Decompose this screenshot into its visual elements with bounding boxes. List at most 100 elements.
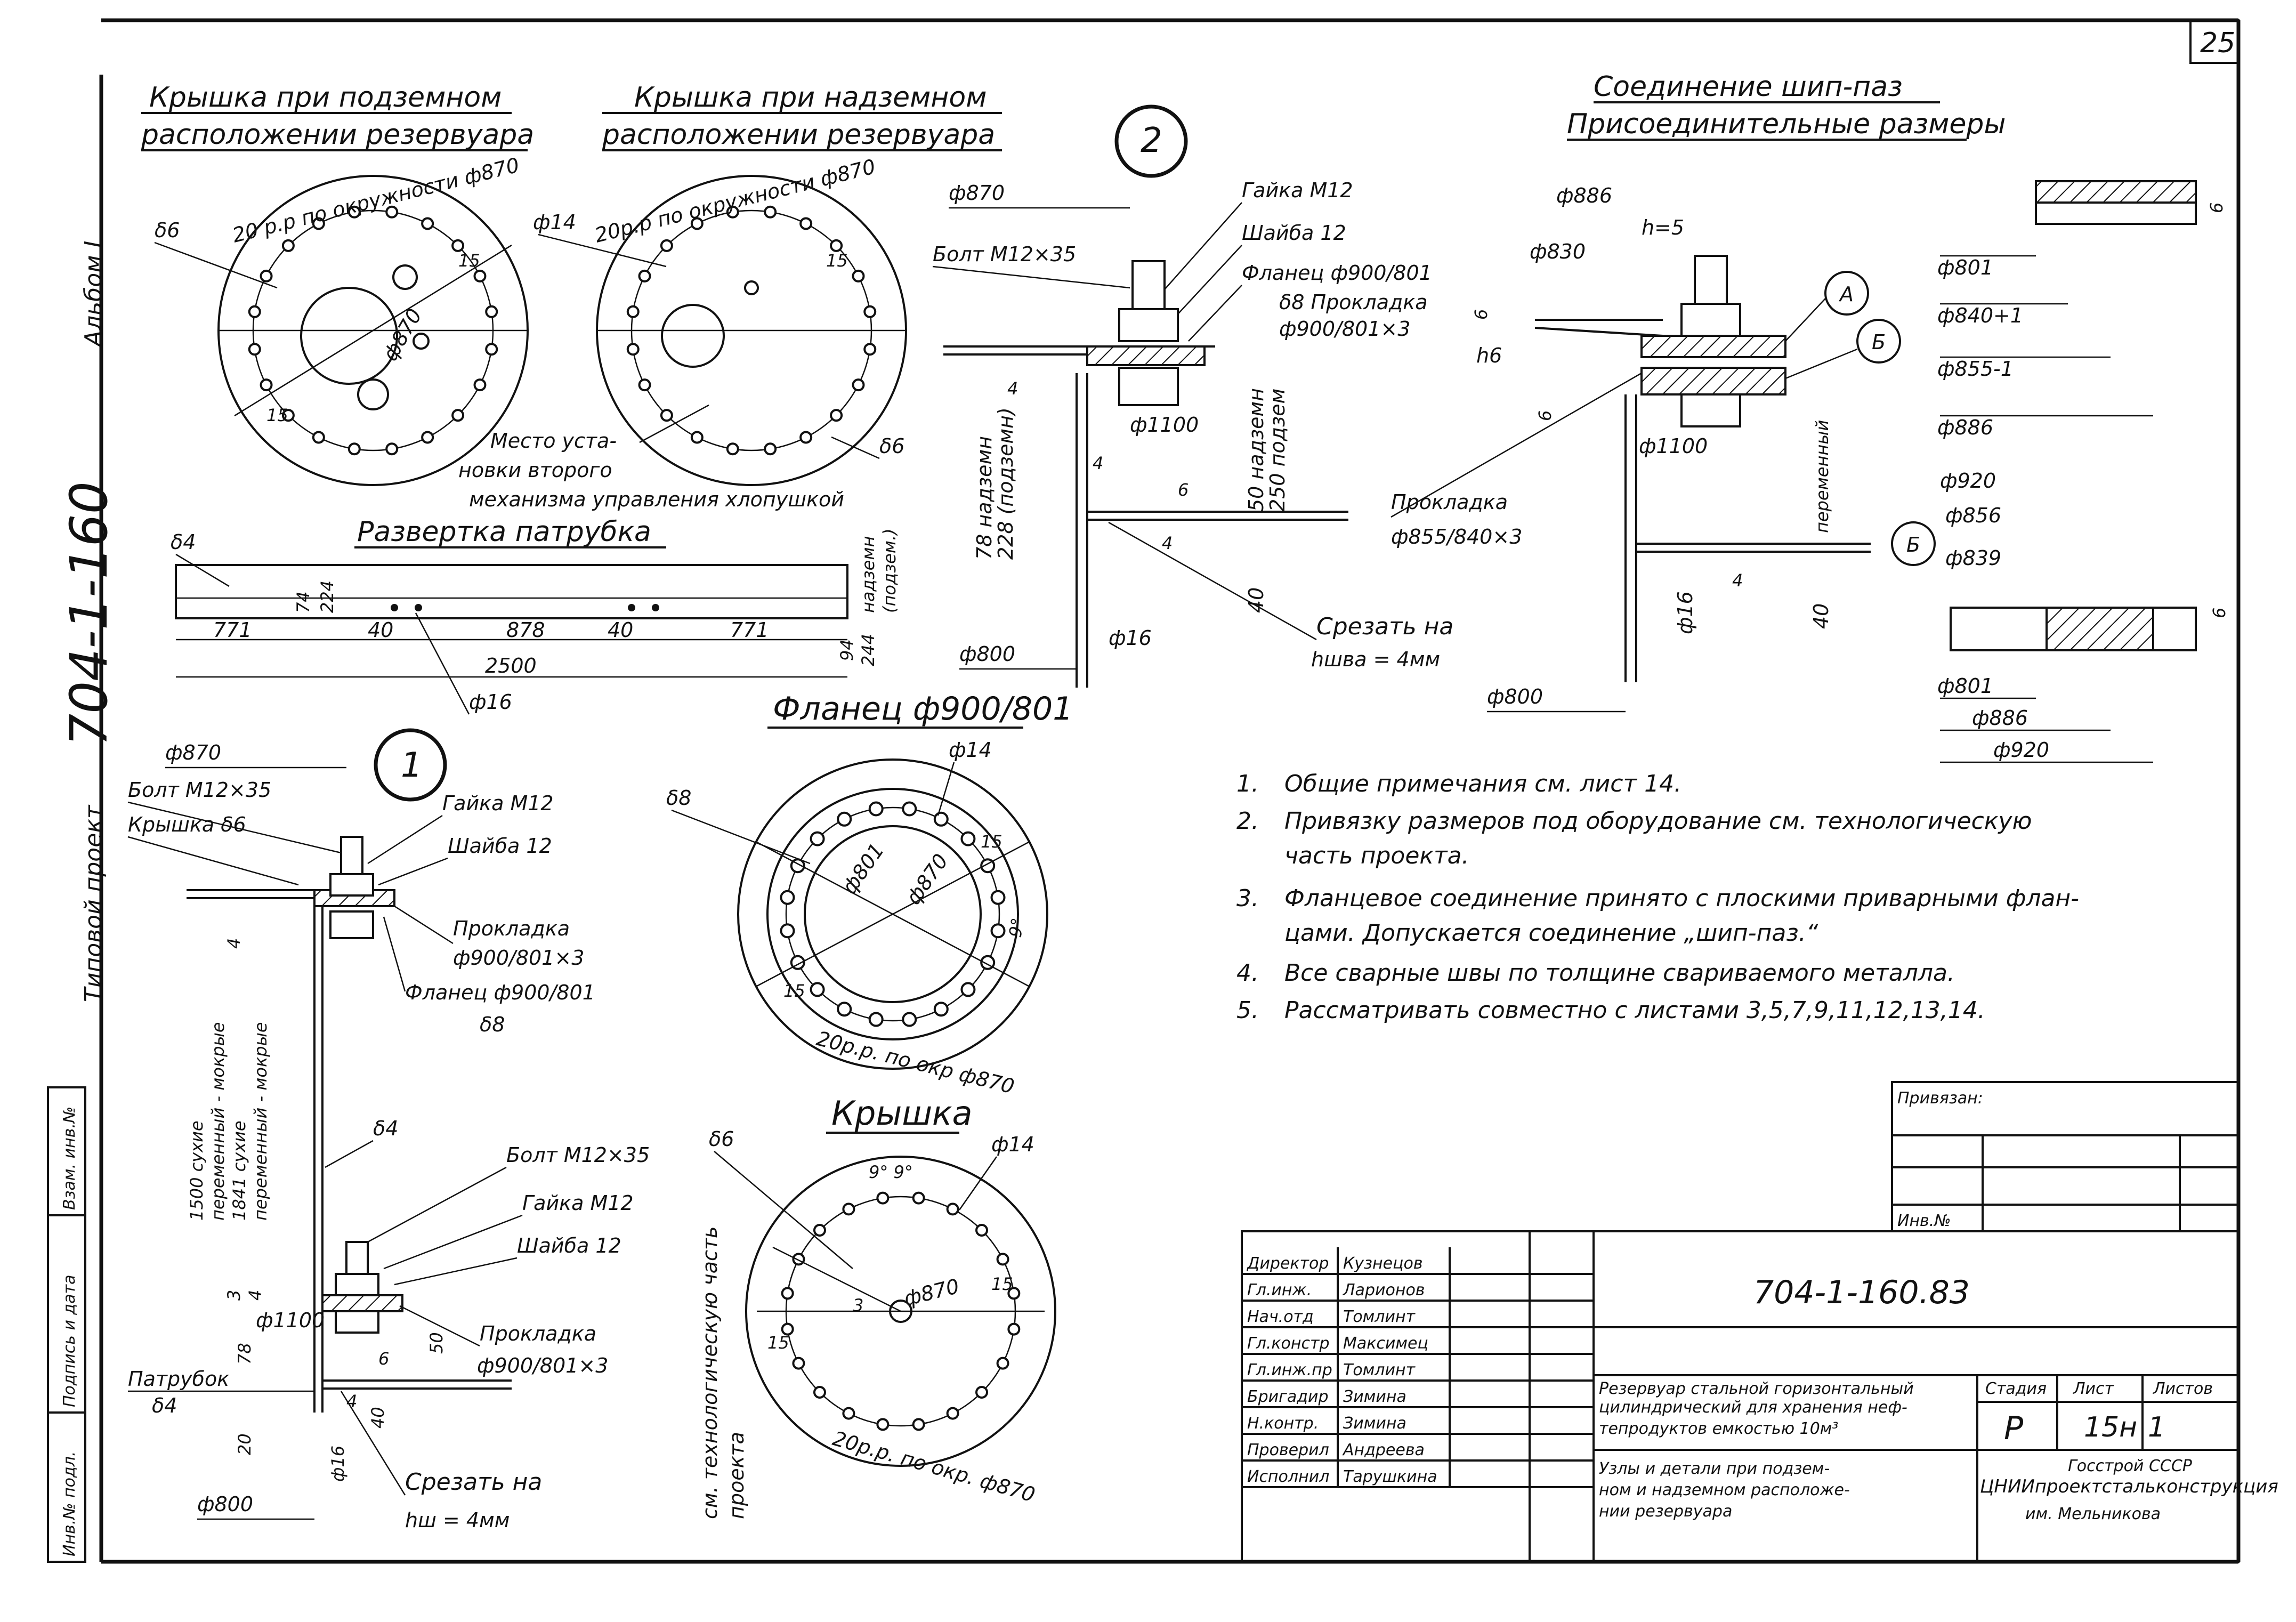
nut — [335, 1310, 379, 1334]
diameter-16: ф16 — [328, 1446, 348, 1482]
diameter-800: ф800 — [1487, 685, 1543, 708]
binding-label: Привязан: — [1897, 1089, 1983, 1108]
flange-title: Фланец ф900/801 — [773, 690, 1073, 728]
general-notes: 1. Общие примечания см. лист 14. 2. Прив… — [1236, 770, 2079, 1024]
hole — [415, 604, 422, 611]
stage-header: Стадия — [1985, 1379, 2047, 1398]
flange-hub-circle — [766, 788, 1019, 1040]
marker-B: Б — [1906, 533, 1920, 556]
sheets-header: Листов — [2153, 1379, 2213, 1398]
person-name: Зимина — [1343, 1414, 1406, 1433]
person-name: Томлинт — [1343, 1308, 1416, 1326]
bolt-hole — [260, 378, 273, 392]
desc2-line-3: нии резервуара — [1599, 1502, 1732, 1521]
bolt-hole — [626, 305, 640, 318]
label-underground: (подзем.) — [879, 528, 900, 613]
bolt-hole — [830, 239, 843, 252]
bolt-hole — [726, 442, 739, 456]
dim-15: 15 — [458, 251, 480, 271]
bolt-hole — [726, 205, 739, 219]
diameter-800: ф800 — [959, 642, 1015, 666]
bolt-hole — [690, 217, 704, 230]
bolt-hole — [421, 431, 434, 444]
note-2-num: 2. — [1236, 808, 1259, 835]
nut-label: Гайка М12 — [1242, 179, 1353, 202]
leader — [378, 857, 448, 886]
dim-6: 6 — [2206, 203, 2227, 213]
gasket2-label-2: ф900/801×3 — [477, 1354, 608, 1377]
h-5: h=5 — [1642, 216, 1684, 239]
bolt-hole — [485, 343, 498, 356]
bolt-circle — [785, 806, 1000, 1022]
bolt-hole — [868, 1012, 884, 1027]
flange-section — [1086, 345, 1206, 366]
bolt-hole — [451, 239, 465, 252]
gasket-label-2: ф855/840×3 — [1391, 525, 1522, 548]
cut-label-1: Срезать на — [1316, 613, 1453, 640]
bolt-hole — [638, 269, 651, 283]
person-name: Тарушкина — [1343, 1467, 1437, 1486]
development-strip — [175, 564, 848, 619]
nut2-label: Гайка М12 — [522, 1191, 634, 1215]
bolt-hole — [863, 343, 877, 356]
typical-project-label: Типовой проект — [80, 804, 107, 1002]
strip-replaced-inv: Взам. инв.№ — [60, 1107, 79, 1210]
washer-label: Шайба 12 — [1242, 221, 1346, 245]
strip-inv-original: Инв.№ подл. — [60, 1451, 79, 1556]
role-label: Гл.инж.пр — [1247, 1361, 1332, 1379]
note-3-text: Фланцевое соединение принято с плоскими … — [1284, 885, 2079, 912]
dim-6: 6 — [1178, 480, 1189, 500]
leader — [394, 905, 454, 945]
label-aboveground: надземн — [858, 536, 878, 613]
cut-label-2: hш = 4мм — [405, 1508, 510, 1532]
height-50: 50 надземн — [1244, 388, 1268, 512]
flange-inner-circle — [804, 825, 982, 1003]
bolt-hole — [863, 305, 877, 318]
nut — [329, 910, 374, 939]
leader — [367, 1166, 507, 1243]
bolt-hole — [281, 239, 295, 252]
hole — [628, 604, 635, 611]
gasket-label-1: Прокладка — [1391, 490, 1508, 514]
diameter-14: ф14 — [533, 211, 576, 234]
nut — [1680, 393, 1741, 427]
h-6: h6 — [1476, 344, 1502, 367]
thickness-label: δ6 — [155, 219, 180, 242]
person-name: Ларионов — [1343, 1281, 1425, 1300]
bolt-hole — [780, 890, 795, 905]
sheets-value: 1 — [2148, 1411, 2165, 1443]
bolt-hole — [347, 442, 361, 456]
nut — [1118, 308, 1179, 342]
note-1-text: Общие примечания см. лист 14. — [1284, 770, 1681, 797]
side-labels: Альбом I 704-1-160 Типовой проект — [59, 241, 119, 1002]
bolt-hole — [1007, 1287, 1021, 1300]
node-1: 1 ф870 Болт М12×35 Крышка δ6 Гайка М12 Ш… — [127, 728, 650, 1532]
dim-15: 15 — [266, 405, 288, 425]
dim-771: 771 — [213, 618, 252, 642]
bolt-hole — [810, 831, 825, 846]
desc1-line-3: тепродуктов емкостью 10м³ — [1599, 1419, 1838, 1438]
bolt-hole — [764, 442, 777, 456]
role-label: Н.контр. — [1247, 1414, 1319, 1433]
bolt-hole — [660, 239, 673, 252]
gasket2-label-1: Прокладка — [480, 1322, 596, 1345]
dim-40: 40 — [1244, 587, 1268, 613]
diameter-886: ф886 — [1556, 184, 1612, 207]
detail-A-hatch — [2035, 180, 2197, 204]
cover-aboveground-title-2: расположении резервуара — [602, 119, 995, 151]
dim-3: 3 — [224, 1290, 244, 1301]
leader — [325, 1140, 374, 1168]
cover-title: Крышка — [831, 1094, 973, 1133]
angles-label: 9° 9° — [869, 1162, 913, 1182]
leader — [1390, 372, 1642, 518]
dim-4: 4 — [346, 1391, 357, 1411]
bolt-holes-ring — [781, 1191, 1021, 1431]
dim-6: 6 — [378, 1349, 389, 1369]
bolt-hole — [385, 205, 399, 219]
height-228: 228 (подземн) — [994, 407, 1017, 560]
diameter-1100: ф1100 — [1130, 413, 1199, 437]
leader — [415, 612, 470, 715]
leader — [714, 1151, 853, 1269]
note-2b-text: часть проекта. — [1284, 842, 1469, 869]
